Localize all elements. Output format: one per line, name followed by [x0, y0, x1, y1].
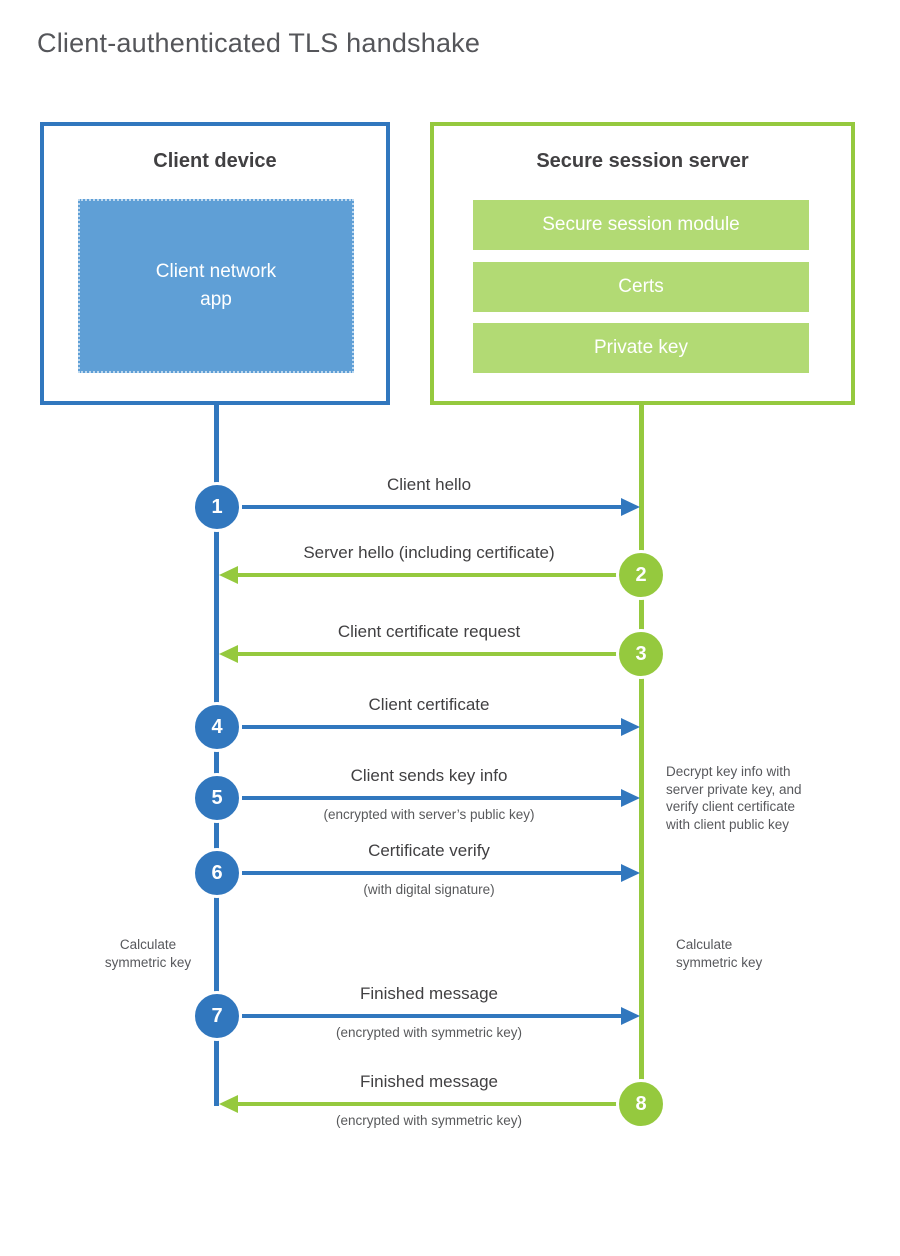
message-arrowhead-right-icon [621, 789, 640, 807]
message-label: Client certificate request [337, 622, 521, 641]
message-arrow [236, 652, 619, 656]
message-arrowhead-right-icon [621, 498, 640, 516]
message-arrowhead-right-icon [621, 864, 640, 882]
client-network-app-label: Client network app [155, 261, 277, 310]
server-box: Secure session server Secure session mod… [430, 122, 855, 405]
step-1-circle: 1 [192, 482, 242, 532]
client-device-title: Client device [153, 150, 277, 172]
step-2-circle: 2 [616, 550, 666, 600]
message-sublabel: (encrypted with symmetric key) [335, 1113, 523, 1128]
step-4-circle: 4 [192, 702, 242, 752]
message-arrow [242, 505, 622, 509]
message-sublabel: (encrypted with symmetric key) [335, 1025, 523, 1040]
module-bar-secure-session-module: Secure session module [473, 200, 809, 250]
message-arrow [236, 1102, 619, 1106]
step-number: 5 [211, 786, 223, 809]
module-bar-private-key: Private key [473, 323, 809, 373]
message-arrowhead-left-icon [219, 566, 238, 584]
step-number: 8 [635, 1092, 647, 1115]
client-lifeline [214, 405, 219, 1106]
message-arrow [242, 1014, 622, 1018]
message-label: Server hello (including certificate) [303, 543, 555, 562]
step-7-circle: 7 [192, 991, 242, 1041]
step-number: 2 [635, 563, 647, 586]
step-5-circle: 5 [192, 773, 242, 823]
message-label: Client sends key info [350, 766, 508, 785]
note-calculate-symmetric-key-client: Calculate symmetric key [104, 937, 192, 970]
message-label: Finished message [360, 984, 498, 1003]
message-label: Client hello [386, 475, 472, 494]
step-3-circle: 3 [616, 629, 666, 679]
message-sublabel: (encrypted with server’s public key) [323, 807, 535, 822]
step-6-circle: 6 [192, 848, 242, 898]
step-number: 4 [211, 715, 223, 738]
message-arrow [242, 725, 622, 729]
step-8-circle: 8 [616, 1079, 666, 1129]
message-arrowhead-right-icon [621, 1007, 640, 1025]
message-arrowhead-left-icon [219, 1095, 238, 1113]
message-arrow [242, 796, 622, 800]
message-label: Client certificate [368, 695, 490, 714]
message-label: Finished message [360, 1072, 498, 1091]
step-number: 7 [211, 1004, 223, 1027]
step-number: 3 [635, 642, 647, 665]
step-number: 6 [211, 861, 223, 884]
message-label: Certificate verify [368, 841, 490, 860]
server-lifeline [639, 405, 644, 1104]
message-arrowhead-right-icon [621, 718, 640, 736]
message-arrowhead-left-icon [219, 645, 238, 663]
message-sublabel: (with digital signature) [363, 882, 495, 897]
step-number: 1 [211, 495, 223, 518]
message-arrow [242, 871, 622, 875]
page-title: Client-authenticated TLS handshake [37, 28, 481, 58]
note-calculate-symmetric-key-server: Calculate symmetric key [676, 937, 763, 970]
note-decrypt-key-info: Decrypt key info with server private key… [666, 764, 802, 832]
module-bar-certs: Certs [473, 262, 809, 312]
client-device-box: Client device Client network app [40, 122, 390, 405]
server-title: Secure session server [536, 150, 749, 172]
message-arrow [236, 573, 619, 577]
client-network-app-box: Client network app [78, 199, 354, 373]
